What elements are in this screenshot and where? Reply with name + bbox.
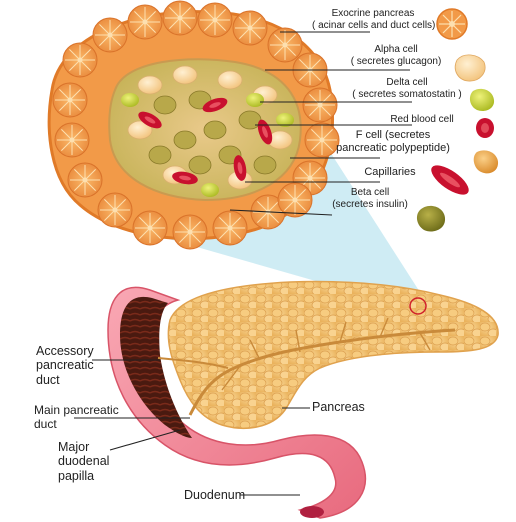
red-blood-cell bbox=[144, 116, 156, 124]
red-blood-cell bbox=[262, 126, 268, 138]
label-delta-line1: Delta cell bbox=[386, 77, 428, 88]
main-pancreatic-duct bbox=[188, 328, 456, 416]
label-pancreas: Pancreas bbox=[312, 400, 365, 414]
acinus bbox=[267, 27, 303, 63]
acinus bbox=[52, 82, 88, 118]
acinus bbox=[67, 162, 103, 198]
magnify-spot bbox=[409, 297, 427, 315]
acinus bbox=[172, 214, 208, 250]
acinus bbox=[127, 4, 163, 40]
label-fcell: F cell (secretes pancreatic polypeptide) bbox=[310, 129, 476, 154]
legend-icons bbox=[416, 8, 499, 232]
label-main-line2: duct bbox=[34, 416, 57, 431]
acinus bbox=[62, 42, 98, 78]
pancreas bbox=[157, 280, 499, 429]
label-accessory-line3: duct bbox=[36, 372, 60, 387]
label-papilla-line1: Major bbox=[58, 440, 90, 454]
beta-cell bbox=[148, 145, 172, 165]
exocrine-icon bbox=[436, 8, 468, 40]
label-beta-line1: Beta cell bbox=[350, 187, 390, 198]
label-alpha-line2: ( secretes glucagon) bbox=[350, 55, 442, 67]
acinus bbox=[302, 87, 338, 123]
label-accessory-line1: Accessory bbox=[36, 344, 94, 358]
acinus bbox=[97, 192, 133, 228]
label-beta: Beta cell (secretes insulin) bbox=[320, 187, 420, 210]
label-accessory-line2: pancreatic bbox=[36, 358, 94, 373]
label-capillaries-line1: Capillaries bbox=[364, 166, 416, 178]
label-papilla: Major duodenal papilla bbox=[58, 440, 109, 483]
label-rbc-line1: Red blood cell bbox=[390, 114, 454, 125]
label-capillaries: Capillaries bbox=[350, 166, 430, 179]
label-delta: Delta cell ( secretes somatostatin ) bbox=[346, 77, 468, 100]
red-blood-cell bbox=[237, 162, 243, 174]
label-papilla-line2: duodenal bbox=[58, 454, 110, 469]
beta-cell-icon bbox=[416, 205, 446, 232]
beta-cell bbox=[253, 155, 277, 175]
label-papilla-line3: papilla bbox=[58, 468, 95, 483]
label-delta-line2: ( secretes somatostatin ) bbox=[352, 88, 462, 100]
red-blood-cell bbox=[179, 175, 191, 181]
acinus bbox=[197, 2, 233, 38]
acinus bbox=[232, 10, 268, 46]
label-alpha: Alpha cell ( secretes glucagon) bbox=[340, 44, 452, 67]
label-main-line1: Main pancreatic bbox=[34, 403, 119, 417]
alpha-cell bbox=[137, 75, 163, 95]
alpha-cell bbox=[127, 120, 153, 140]
beta-cell bbox=[173, 130, 197, 150]
acinus bbox=[162, 0, 198, 36]
delta-cell bbox=[201, 183, 219, 197]
accessory-pancreatic-duct bbox=[157, 357, 229, 369]
beta-cell bbox=[153, 95, 177, 115]
beta-cell bbox=[238, 110, 262, 130]
delta-cell-icon bbox=[469, 88, 495, 111]
alpha-cell-icon bbox=[454, 54, 486, 82]
acinus bbox=[212, 210, 248, 246]
label-beta-line2: (secretes insulin) bbox=[332, 198, 408, 210]
label-fcell-line1: F cell (secretes bbox=[355, 129, 431, 141]
beta-cell bbox=[203, 120, 227, 140]
delta-cell bbox=[121, 93, 139, 107]
red-blood-cell-icon bbox=[476, 118, 494, 138]
acinus bbox=[92, 17, 128, 53]
label-exocrine-line2: ( acinar cells and duct cells) bbox=[312, 19, 436, 31]
duodenum bbox=[107, 286, 367, 519]
red-blood-cell bbox=[209, 102, 221, 108]
label-exocrine: Exocrine pancreas ( acinar cells and duc… bbox=[312, 8, 436, 31]
bottom-leader-lines bbox=[74, 359, 310, 496]
label-rbc: Red blood cell bbox=[372, 114, 472, 126]
f-cell-icon bbox=[473, 150, 499, 174]
label-duodenum: Duodenum bbox=[184, 488, 246, 502]
label-main-duct: Main pancreatic duct bbox=[34, 403, 119, 432]
duodenum-lumen bbox=[300, 506, 324, 518]
delta-cell bbox=[276, 113, 294, 127]
label-fcell-line2: pancreatic polypeptide) bbox=[336, 141, 450, 154]
label-accessory-duct: Accessory pancreatic duct bbox=[36, 344, 94, 387]
acinus bbox=[277, 182, 313, 218]
beta-cell bbox=[188, 155, 212, 175]
label-alpha-line1: Alpha cell bbox=[374, 44, 418, 55]
acinus bbox=[54, 122, 90, 158]
alpha-cell bbox=[217, 70, 243, 90]
acinus bbox=[304, 122, 340, 158]
label-exocrine-line1: Exocrine pancreas bbox=[331, 8, 415, 19]
acinus bbox=[132, 210, 168, 246]
alpha-cell bbox=[172, 65, 198, 85]
capillary-icon bbox=[431, 165, 469, 195]
top-leader-lines bbox=[229, 31, 412, 216]
delta-cell bbox=[246, 93, 264, 107]
